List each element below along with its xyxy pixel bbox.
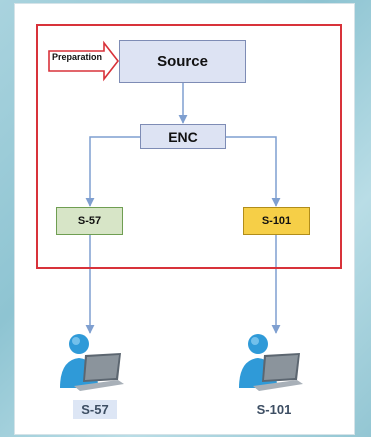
- preparation-arrow: [48, 40, 120, 82]
- user-label-s101: S-101: [256, 402, 292, 417]
- user-laptop-icon-right: [239, 334, 303, 391]
- source-node: Source: [119, 40, 246, 83]
- enc-node: ENC: [140, 124, 226, 149]
- enc-to-s101-arrow: [226, 136, 281, 207]
- user-laptop-icon-left: [60, 334, 124, 391]
- user-label-s57: S-57: [73, 400, 117, 419]
- preparation-label: Preparation: [52, 52, 103, 62]
- s57-node: S-57: [56, 207, 123, 235]
- s101-node: S-101: [243, 207, 310, 235]
- enc-to-s57-arrow: [85, 136, 140, 207]
- production-frame: [36, 24, 342, 269]
